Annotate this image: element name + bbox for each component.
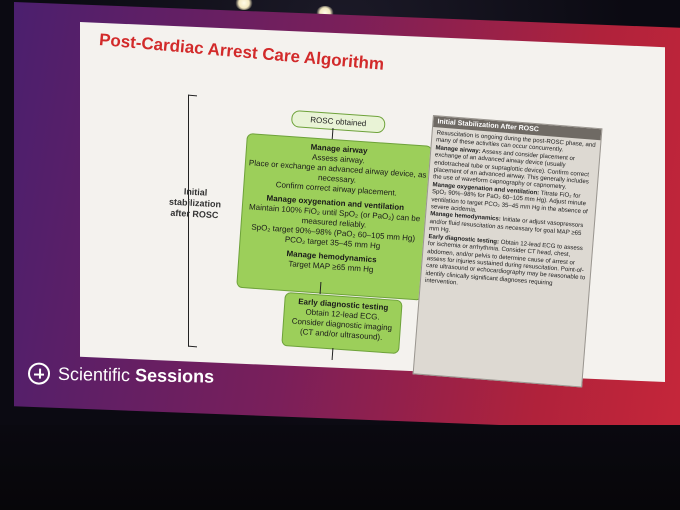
panel-text: Obtain 12-lead ECG to assess for ischemi… bbox=[424, 238, 586, 287]
stage-bracket bbox=[188, 94, 197, 348]
brand-word: Scientific bbox=[57, 363, 131, 385]
diagnostic-box: Early diagnostic testing Obtain 12-lead … bbox=[281, 292, 403, 355]
stabilization-box: Manage airway Assess airway. Place or ex… bbox=[236, 133, 433, 301]
brand-text: Scientific Sessions bbox=[58, 363, 214, 387]
rosc-label: ROSC obtained bbox=[310, 115, 367, 129]
brand-word-bold: Sessions bbox=[134, 364, 215, 387]
globe-logo-icon bbox=[27, 362, 51, 385]
panel-body: Resuscitation is ongoing during the post… bbox=[421, 127, 601, 299]
side-label: Initial stabilization after ROSC bbox=[168, 186, 222, 221]
ceiling-light bbox=[235, 0, 253, 10]
event-branding: Scientific Sessions bbox=[27, 362, 214, 387]
info-panel: Initial Stabilization After ROSC Resusci… bbox=[412, 115, 603, 388]
stage-floor bbox=[0, 425, 680, 510]
